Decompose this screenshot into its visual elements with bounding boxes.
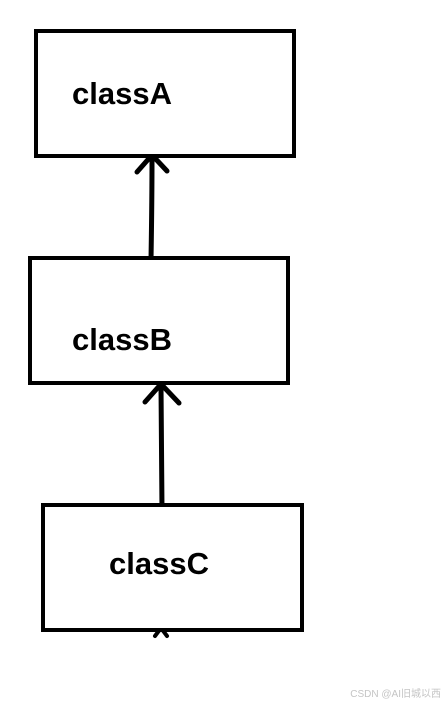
class-label-classA: classA — [72, 76, 172, 111]
class-box-classB — [28, 256, 290, 385]
class-box-classC — [41, 503, 304, 632]
watermark: CSDN @AI旧城以西 — [350, 689, 441, 700]
class-label-classB: classB — [72, 322, 172, 357]
class-label-classC: classC — [109, 546, 209, 581]
class-box-classA — [34, 29, 296, 158]
edge-classC-to-classB — [158, 383, 165, 513]
edge-classB-to-classA — [148, 155, 155, 263]
